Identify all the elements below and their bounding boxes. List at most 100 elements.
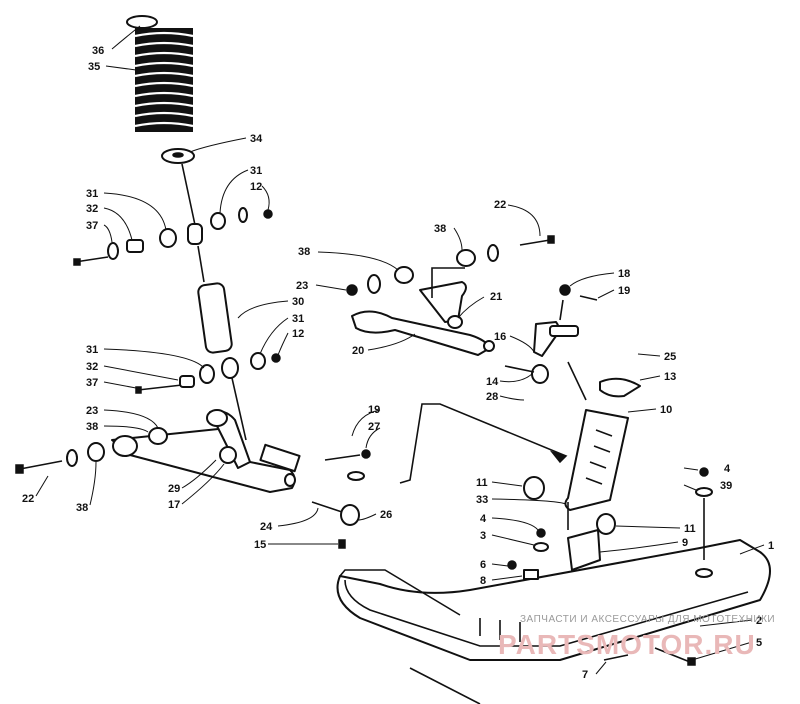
ski bbox=[336, 467, 771, 704]
callout-38: 38 bbox=[76, 502, 88, 514]
nut bbox=[699, 467, 709, 477]
callout-12: 12 bbox=[292, 328, 304, 340]
callout-16: 16 bbox=[494, 331, 506, 343]
bushing bbox=[523, 476, 545, 500]
tie-rod-end bbox=[531, 364, 549, 384]
callout-29: 29 bbox=[168, 483, 180, 495]
callout-30: 30 bbox=[292, 296, 304, 308]
bushing bbox=[210, 212, 226, 230]
watermark: ЗАПЧАСТИ И АКСЕССУАРЫ ДЛЯ МОТОТЕХНИКИ PA… bbox=[498, 614, 775, 660]
callout-32: 32 bbox=[86, 361, 98, 373]
callout-37: 37 bbox=[86, 377, 98, 389]
callout-34: 34 bbox=[250, 133, 263, 145]
callout-12: 12 bbox=[250, 181, 262, 193]
callout-labels: 36 35 34 31 12 31 32 37 22 38 38 23 21 3… bbox=[22, 45, 774, 681]
lock-nut bbox=[271, 353, 281, 363]
bushing bbox=[159, 228, 177, 248]
washer bbox=[66, 449, 78, 467]
nut bbox=[361, 449, 371, 459]
callout-38: 38 bbox=[298, 246, 310, 258]
bushing bbox=[199, 364, 215, 384]
shock-spring-assembly bbox=[73, 15, 281, 441]
nut bbox=[507, 560, 517, 570]
callout-33: 33 bbox=[476, 494, 488, 506]
callout-20: 20 bbox=[352, 345, 364, 357]
callout-2: 2 bbox=[756, 615, 762, 627]
callout-31: 31 bbox=[86, 188, 98, 200]
callout-31: 31 bbox=[250, 165, 262, 177]
callout-19: 19 bbox=[368, 404, 380, 416]
callout-14: 14 bbox=[486, 376, 499, 388]
bushing bbox=[596, 513, 616, 535]
callout-13: 13 bbox=[664, 371, 676, 383]
callout-27: 27 bbox=[368, 421, 380, 433]
leader-lines bbox=[35, 25, 765, 675]
watermark-brand: PARTSMOTOR.RU bbox=[498, 629, 756, 660]
callout-39: 39 bbox=[720, 480, 732, 492]
bushing bbox=[179, 375, 195, 388]
callout-25: 25 bbox=[664, 351, 676, 363]
lock-nut bbox=[263, 209, 273, 219]
callout-24: 24 bbox=[260, 521, 273, 533]
shock-upper-eye bbox=[187, 223, 203, 245]
callout-10: 10 bbox=[660, 404, 672, 416]
callout-11: 11 bbox=[684, 523, 696, 535]
bushing bbox=[456, 249, 476, 267]
callout-37: 37 bbox=[86, 220, 98, 232]
shock-lower-eye bbox=[221, 357, 239, 379]
callout-32: 32 bbox=[86, 203, 98, 215]
plate bbox=[523, 569, 539, 580]
watermark-caption: ЗАПЧАСТИ И АКСЕССУАРЫ ДЛЯ МОТОТЕХНИКИ bbox=[520, 614, 775, 625]
callout-38: 38 bbox=[86, 421, 98, 433]
callout-31: 31 bbox=[86, 344, 98, 356]
callout-7: 7 bbox=[582, 669, 588, 681]
callout-4: 4 bbox=[480, 513, 487, 525]
shock-absorber-body bbox=[197, 282, 233, 354]
callout-15: 15 bbox=[254, 539, 266, 551]
bushing bbox=[219, 446, 237, 464]
coil-spring bbox=[134, 28, 194, 132]
lower-a-arm bbox=[15, 409, 301, 493]
callout-23: 23 bbox=[296, 280, 308, 292]
callout-6: 6 bbox=[480, 559, 486, 571]
callout-22: 22 bbox=[22, 493, 34, 505]
callout-22: 22 bbox=[494, 199, 506, 211]
ski-hole bbox=[695, 568, 713, 578]
bushing bbox=[250, 352, 266, 370]
washer bbox=[107, 242, 119, 260]
callout-36: 36 bbox=[92, 45, 104, 57]
nut bbox=[346, 284, 358, 296]
washer bbox=[533, 542, 549, 552]
callout-5: 5 bbox=[756, 637, 762, 649]
callout-11: 11 bbox=[476, 477, 488, 489]
callout-38: 38 bbox=[434, 223, 446, 235]
callout-21: 21 bbox=[490, 291, 502, 303]
callout-3: 3 bbox=[480, 530, 486, 542]
steering-spindle bbox=[311, 284, 641, 549]
nut bbox=[536, 528, 546, 538]
callout-18: 18 bbox=[618, 268, 630, 280]
bushing bbox=[87, 442, 105, 462]
spring-seat-hole bbox=[172, 152, 184, 158]
callout-19: 19 bbox=[618, 285, 630, 297]
bushing bbox=[148, 427, 168, 445]
bushing bbox=[126, 239, 144, 253]
callout-28: 28 bbox=[486, 391, 498, 403]
callout-8: 8 bbox=[480, 575, 486, 587]
bushing bbox=[394, 266, 414, 284]
callout-23: 23 bbox=[86, 405, 98, 417]
callout-26: 26 bbox=[380, 509, 392, 521]
spring-cap bbox=[126, 15, 158, 29]
washer bbox=[695, 487, 713, 497]
washer bbox=[367, 274, 381, 294]
washer bbox=[347, 471, 365, 481]
tie-rod-end bbox=[340, 504, 360, 526]
callout-1: 1 bbox=[768, 540, 774, 552]
washer bbox=[487, 244, 499, 262]
nut bbox=[559, 284, 571, 296]
callout-9: 9 bbox=[682, 537, 688, 549]
callout-4: 4 bbox=[724, 463, 731, 475]
callout-31: 31 bbox=[292, 313, 304, 325]
washer bbox=[238, 207, 248, 223]
